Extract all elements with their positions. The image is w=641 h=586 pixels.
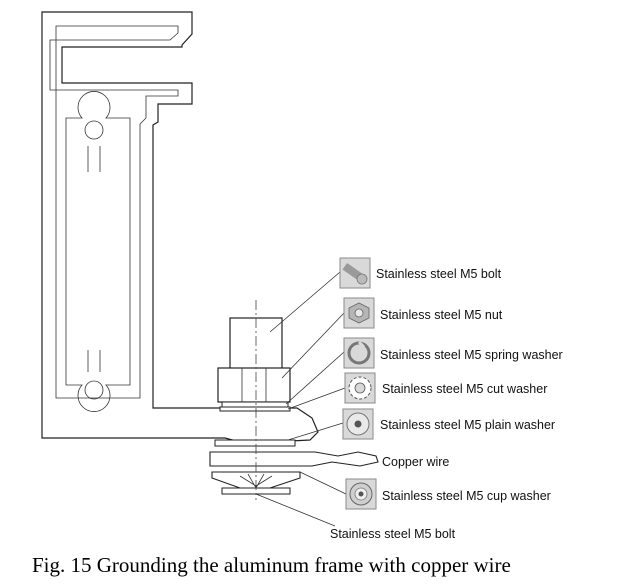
- cup-washer-thumbnail: [345, 478, 377, 510]
- figure-caption: Fig. 15 Grounding the aluminum frame wit…: [32, 553, 511, 577]
- cut-washer-thumbnail: [344, 372, 376, 404]
- bolt-thumbnail: [339, 257, 371, 289]
- spring-washer-thumbnail: [343, 337, 375, 369]
- label-plain-washer: Stainless steel M5 plain washer: [380, 418, 555, 432]
- bolt-assembly: [209, 300, 379, 500]
- label-bolt-bottom: Stainless steel M5 bolt: [330, 527, 456, 541]
- label-copper-wire: Copper wire: [382, 455, 449, 469]
- label-nut: Stainless steel M5 nut: [380, 308, 503, 322]
- leader-lines: [255, 271, 347, 527]
- label-bolt-top: Stainless steel M5 bolt: [376, 267, 502, 281]
- label-cut-washer: Stainless steel M5 cut washer: [382, 382, 547, 396]
- label-spring-washer: Stainless steel M5 spring washer: [380, 348, 563, 362]
- nut-thumbnail: [343, 297, 375, 329]
- label-cup-washer: Stainless steel M5 cup washer: [382, 489, 551, 503]
- plain-washer-thumbnail: [342, 408, 374, 440]
